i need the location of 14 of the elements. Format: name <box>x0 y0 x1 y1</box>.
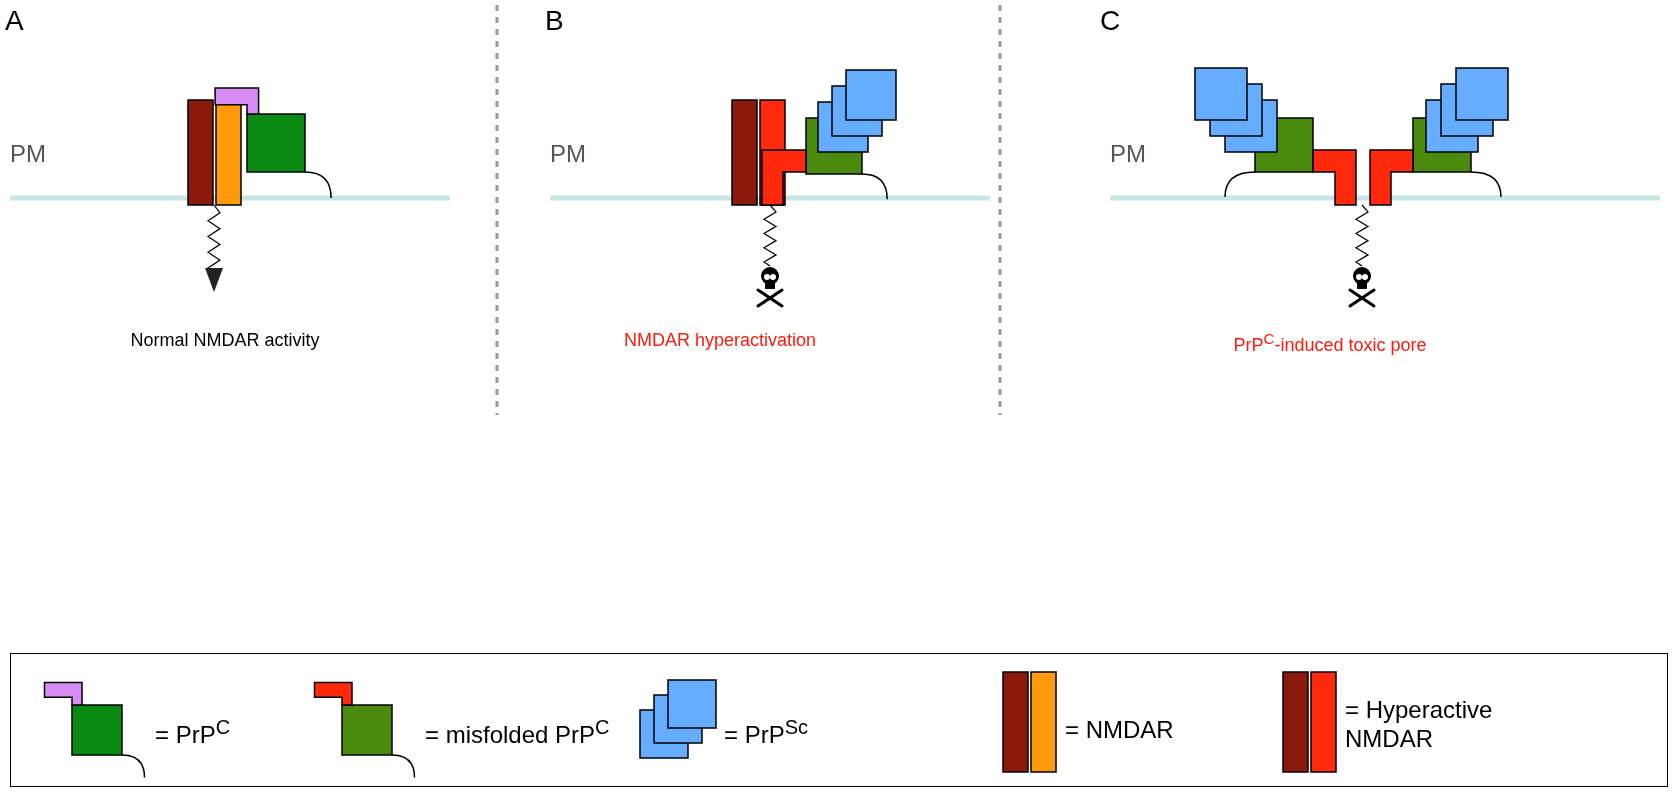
legend-text: = PrP$^{C}$ <box>155 716 231 749</box>
panel-letter: B <box>545 5 564 37</box>
legend-text: = PrP$^{Sc}$ <box>724 716 809 749</box>
legend-text: = NMDAR <box>1065 716 1174 744</box>
panel-letter: C <box>1100 5 1121 37</box>
panel-caption: NMDAR hyperactivation <box>623 330 817 351</box>
panel-caption: PrP$^{C}$-induced toxic pore <box>1233 330 1427 356</box>
membrane-label: PM <box>10 140 46 168</box>
panel-letter: A <box>5 5 24 37</box>
membrane-label: PM <box>550 140 586 168</box>
panel-caption: Normal NMDAR activity <box>130 330 320 351</box>
legend-text: = misfolded PrP$^{C}$ <box>425 716 610 749</box>
legend-text: = Hyperactive NMDAR <box>1345 696 1494 754</box>
membrane-label: PM <box>1110 140 1146 168</box>
